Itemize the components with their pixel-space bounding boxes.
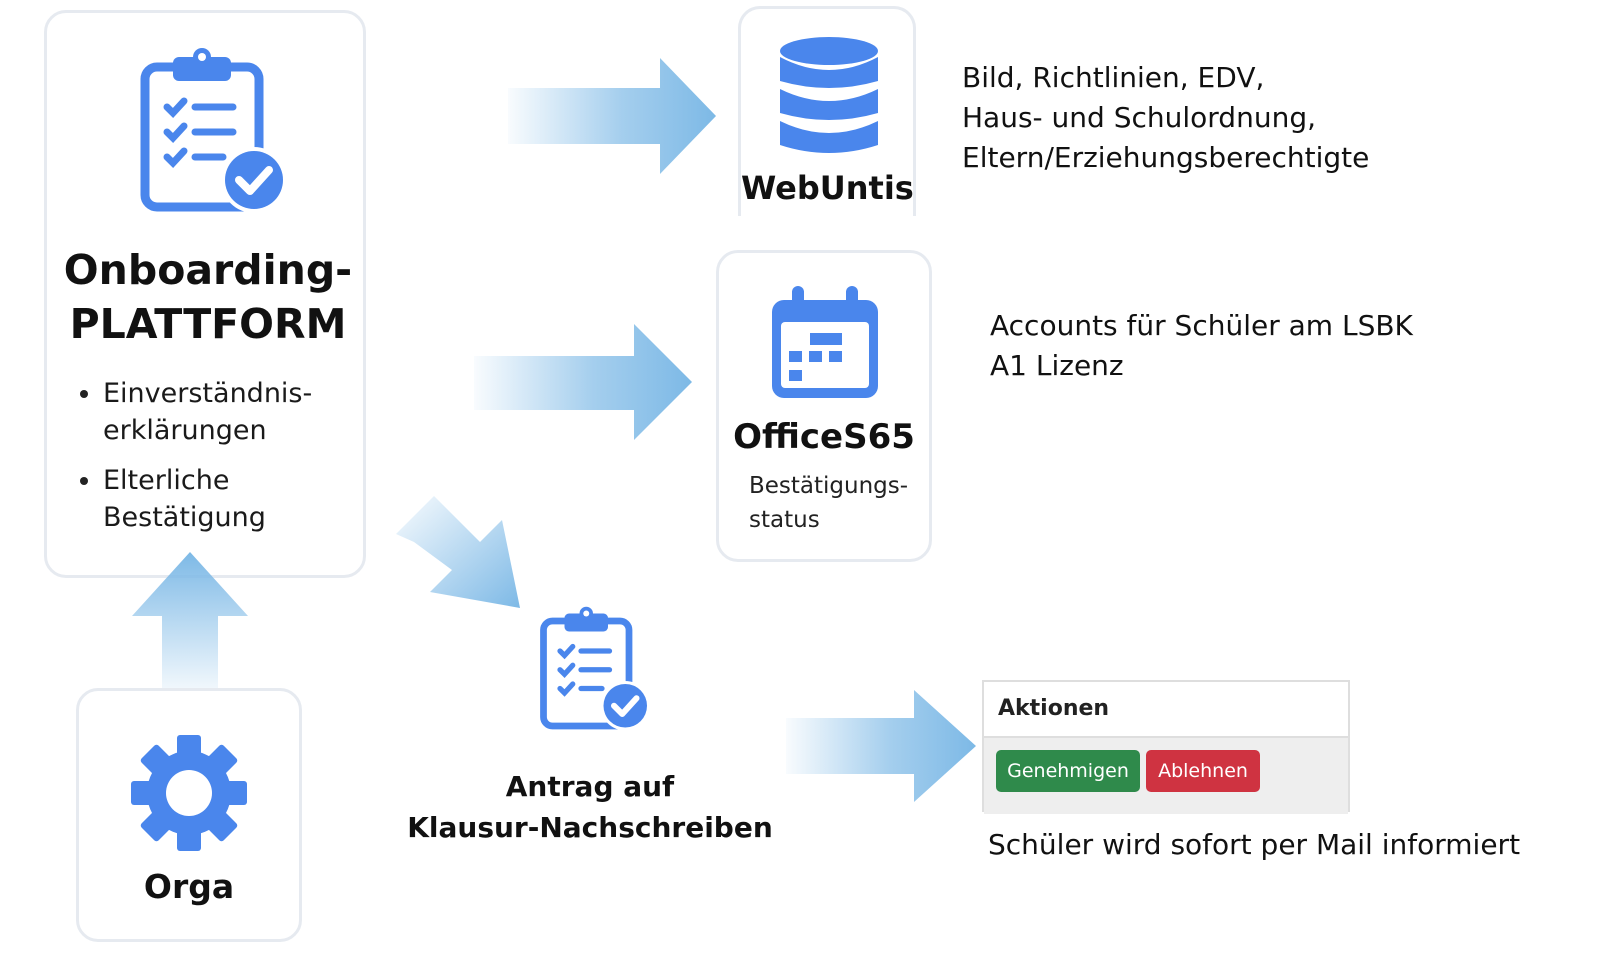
onboarding-item: Elterliche Bestätigung [79, 462, 312, 536]
onboarding-title: Onboarding- PLATTFORM [47, 243, 369, 351]
antrag-line2: Klausur-Nachschreiben [407, 811, 773, 844]
antrag-line1: Antrag auf [505, 770, 675, 803]
orga-label: Orga [143, 867, 235, 906]
clipboard-check-icon [140, 48, 287, 213]
onboarding-title-line1: Onboarding- [63, 246, 353, 294]
reject-button[interactable]: Ablehnen [1146, 750, 1260, 792]
onboarding-item: Einverständnis- erklärungen [79, 375, 313, 449]
office-label: OfficeS65 [733, 417, 915, 457]
webuntis-card: WebUntis [738, 6, 916, 216]
actions-header: Aktionen [984, 682, 1348, 738]
office-card: OfficeS65 Bestätigungs- status [716, 250, 932, 562]
actions-panel: Aktionen Genehmigen Ablehnen [982, 680, 1350, 814]
office-info-line: A1 Lizenz [990, 349, 1124, 382]
onboarding-item-text: Einverständnis- erklärungen [103, 378, 313, 446]
arrow-to-webuntis [508, 58, 716, 174]
webuntis-info-line: Eltern/Erziehungsberechtigte [962, 141, 1370, 174]
actions-header-label: Aktionen [998, 696, 1110, 721]
webuntis-info: Bild, Richtlinien, EDV, Haus- und Schulo… [962, 58, 1369, 178]
actions-note: Schüler wird sofort per Mail informiert [988, 828, 1521, 861]
approve-button[interactable]: Genehmigen [996, 750, 1140, 792]
orga-card: Orga [76, 688, 302, 942]
arrow-orga-to-onboarding [132, 552, 248, 690]
antrag-label: Antrag auf Klausur-Nachschreiben [398, 766, 782, 848]
calendar-icon [772, 286, 878, 398]
webuntis-info-line: Haus- und Schulordnung, [962, 101, 1316, 134]
office-sub-line1: Bestätigungs- [749, 473, 909, 499]
arrow-to-antrag [396, 496, 520, 608]
onboarding-item-text: Elterliche Bestätigung [103, 465, 266, 533]
onboarding-platform-card: Onboarding- PLATTFORM Einverständnis- er… [44, 10, 366, 578]
webuntis-info-line: Bild, Richtlinien, EDV, [962, 61, 1265, 94]
office-info: Accounts für Schüler am LSBK A1 Lizenz [990, 306, 1413, 386]
onboarding-title-line2: PLATTFORM [69, 300, 347, 348]
clipboard-check-icon [540, 606, 650, 731]
arrow-to-office [474, 324, 692, 440]
database-icon [780, 37, 878, 153]
webuntis-label: WebUntis [741, 169, 914, 207]
actions-row: Genehmigen Ablehnen [984, 738, 1348, 814]
arrow-to-actions [786, 690, 976, 802]
gear-icon [131, 735, 247, 851]
office-sub-line2: status [749, 507, 820, 533]
office-info-line: Accounts für Schüler am LSBK [990, 309, 1413, 342]
onboarding-item-list: Einverständnis- erklärungen Elterliche B… [79, 375, 313, 549]
office-sub: Bestätigungs- status [749, 469, 908, 537]
